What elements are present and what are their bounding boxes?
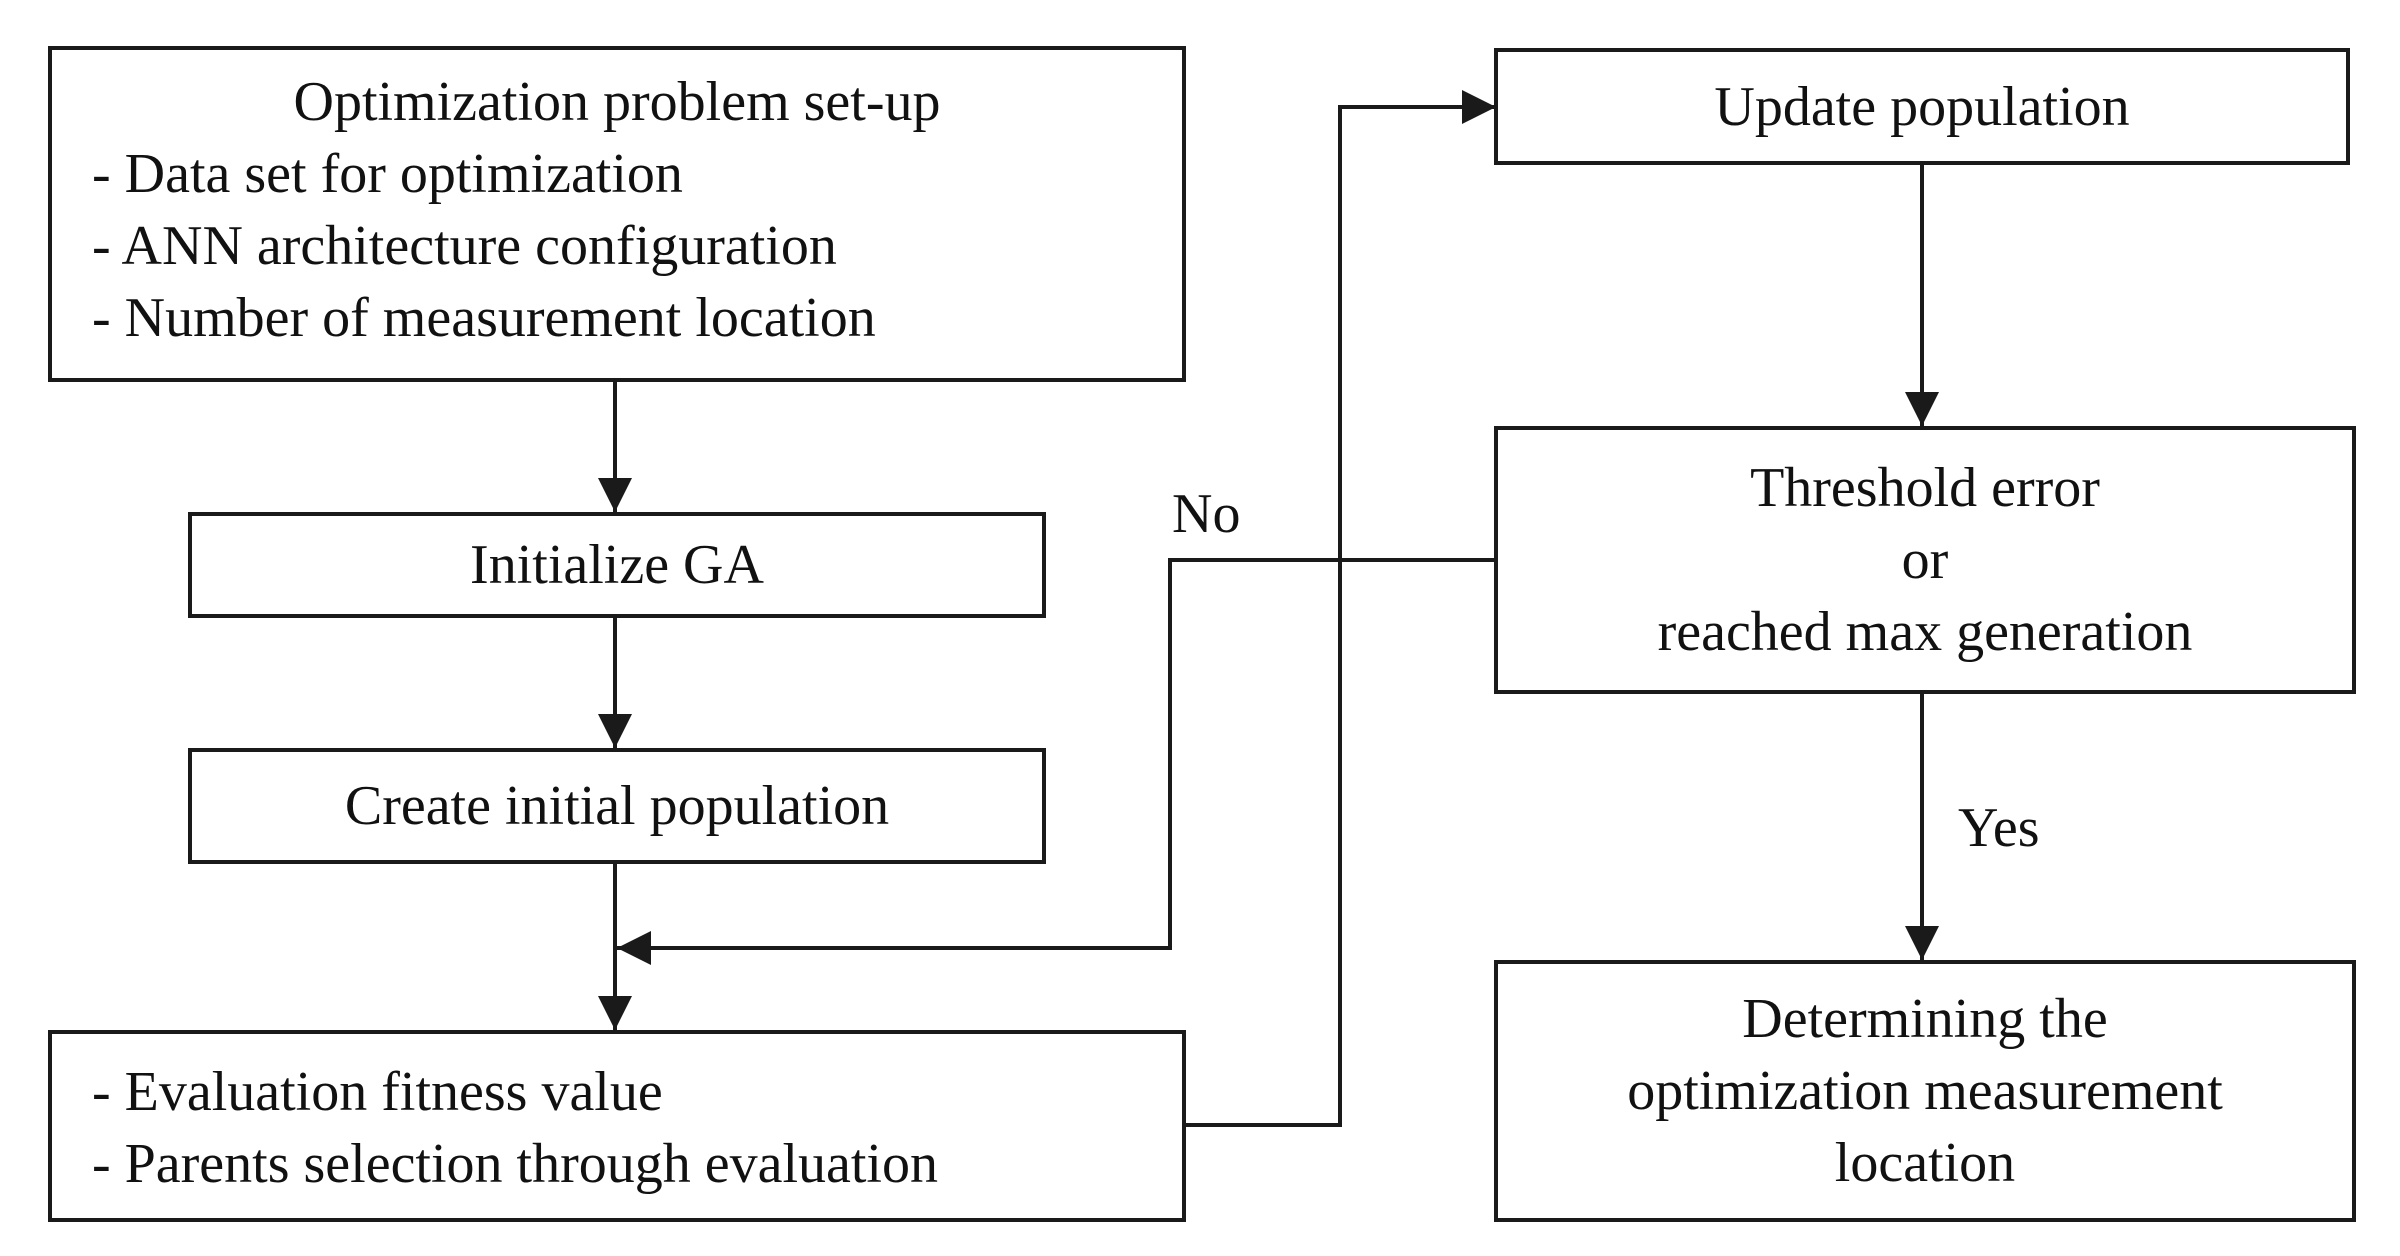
setup-item-measurement-count: - Number of measurement location bbox=[92, 287, 876, 349]
arrowhead-update bbox=[1462, 90, 1496, 124]
threshold-line-3: reached max generation bbox=[1657, 601, 2193, 663]
arrow-no-loop bbox=[617, 558, 1494, 950]
init-ga-box: Initialize GA bbox=[188, 512, 1046, 618]
create-population-label: Create initial population bbox=[344, 775, 890, 837]
evaluation-box: - Evaluation fitness value - Parents sel… bbox=[48, 1030, 1186, 1222]
setup-item-ann-config: - ANN architecture configuration bbox=[92, 215, 837, 277]
setup-title: Optimization problem set-up bbox=[293, 71, 941, 133]
threshold-line-1: Threshold error bbox=[1750, 457, 2100, 519]
setup-item-data-set: - Data set for optimization bbox=[92, 143, 683, 205]
arrow-eval-to-update bbox=[1186, 105, 1494, 1127]
eval-item-fitness: - Evaluation fitness value bbox=[92, 1061, 663, 1123]
update-population-label: Update population bbox=[1714, 75, 2130, 138]
eval-item-selection: - Parents selection through evaluation bbox=[92, 1133, 938, 1195]
determine-line-2: optimization measurement bbox=[1627, 1060, 2223, 1122]
create-population-box: Create initial population bbox=[188, 748, 1046, 864]
init-ga-label: Initialize GA bbox=[470, 534, 764, 596]
determine-line-3: location bbox=[1834, 1132, 2016, 1194]
arrowhead-threshold bbox=[1905, 392, 1939, 426]
setup-box: Optimization problem set-up - Data set f… bbox=[48, 46, 1186, 382]
threshold-line-2: or bbox=[1901, 529, 1949, 591]
arrowhead-init bbox=[598, 478, 632, 512]
arrowhead-create bbox=[598, 714, 632, 748]
update-population-box: Update population bbox=[1494, 48, 2350, 165]
arrowhead-no bbox=[617, 931, 651, 965]
arrowhead-determine bbox=[1905, 926, 1939, 960]
edge-label-yes: Yes bbox=[1958, 797, 2040, 859]
threshold-box: Threshold error or reached max generatio… bbox=[1494, 426, 2356, 694]
determine-box: Determining the optimization measurement… bbox=[1494, 960, 2356, 1222]
arrowhead-eval bbox=[598, 996, 632, 1030]
determine-line-1: Determining the bbox=[1742, 988, 2108, 1050]
edge-label-no: No bbox=[1172, 483, 1241, 545]
